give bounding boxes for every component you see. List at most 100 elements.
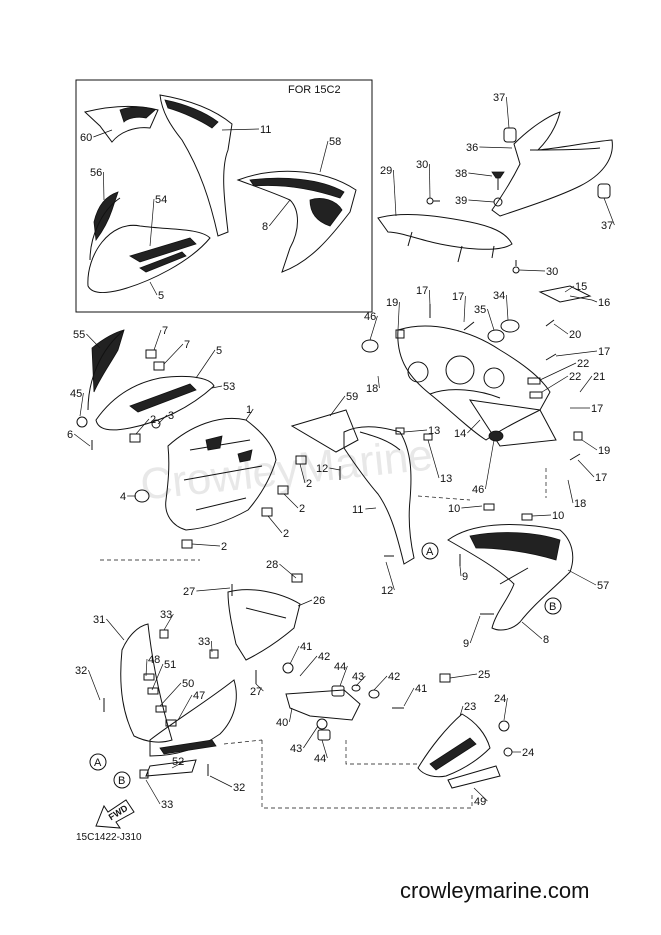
callout-c12b[interactable]: 12 (381, 561, 395, 597)
callout-c2a[interactable]: 2 (135, 414, 156, 435)
callout-c14[interactable]: 14 (454, 419, 481, 440)
part-57-decal[interactable] (469, 532, 561, 585)
callout-c28[interactable]: 28 (266, 559, 297, 579)
callout-c54[interactable]: 54 (149, 194, 167, 247)
callout-c46a[interactable]: 46 (364, 311, 378, 341)
callout-c8a[interactable]: 8 (262, 199, 291, 233)
callout-c44b[interactable]: 44 (314, 739, 328, 765)
callout-c17b[interactable]: 17 (452, 291, 466, 323)
callout-c17c[interactable]: 17 (555, 346, 610, 358)
callout-c15[interactable]: 15 (564, 281, 587, 293)
part-36-bracket[interactable] (491, 111, 613, 217)
callout-c5a[interactable]: 5 (149, 281, 164, 302)
callout-c41b[interactable]: 41 (403, 683, 427, 707)
callout-c49[interactable]: 49 (473, 787, 488, 808)
callout-c30b[interactable]: 30 (518, 266, 558, 278)
part-59-decal[interactable] (290, 409, 359, 453)
callout-c1[interactable]: 1 (245, 404, 254, 421)
callout-c40[interactable]: 40 (276, 707, 293, 729)
callout-c42a[interactable]: 42 (299, 651, 330, 677)
part-56-decal[interactable] (89, 191, 121, 261)
callout-c60[interactable]: 60 (80, 129, 113, 144)
callout-c42b[interactable]: 42 (373, 671, 400, 691)
callout-c29[interactable]: 29 (380, 165, 397, 217)
callout-c23[interactable]: 23 (459, 701, 476, 717)
callout-c2e[interactable]: 2 (191, 541, 227, 553)
callout-c19b[interactable]: 19 (581, 439, 610, 457)
part-9-10-screws[interactable] (459, 503, 533, 615)
callout-c22b[interactable]: 22 (541, 371, 581, 393)
callout-c52[interactable]: 52 (171, 756, 186, 769)
part-8-side-cowl[interactable] (447, 524, 574, 631)
callout-c13a[interactable]: 13 (403, 425, 440, 437)
part-58-decal-set[interactable] (236, 170, 357, 273)
callout-c3[interactable]: 3 (157, 410, 174, 425)
part-12-13-screws[interactable] (339, 427, 433, 557)
callout-c41a[interactable]: 41 (289, 641, 312, 665)
part-47-under-cowl-right[interactable] (149, 679, 237, 757)
footer-brand[interactable]: crowleymarine.com (400, 878, 590, 903)
callout-c50[interactable]: 50 (159, 678, 194, 707)
callout-c24b[interactable]: 24 (512, 747, 534, 759)
callout-c9a[interactable]: 9 (459, 565, 468, 583)
callout-c24a[interactable]: 24 (494, 693, 508, 721)
callout-c10a[interactable]: 10 (448, 503, 483, 515)
part-14-headlight-bracket[interactable] (397, 325, 557, 447)
part-26-bracket[interactable] (227, 589, 301, 661)
callout-c56[interactable]: 56 (90, 167, 105, 201)
callout-c10b[interactable]: 10 (531, 510, 564, 522)
callout-c53[interactable]: 53 (211, 381, 235, 393)
part-11-side-cowl[interactable] (343, 426, 415, 565)
callout-c12a[interactable]: 12 (316, 463, 341, 475)
callout-c32b[interactable]: 32 (209, 775, 245, 794)
callout-c17e[interactable]: 17 (577, 459, 607, 484)
callout-c2b[interactable]: 2 (299, 463, 312, 490)
callout-c58[interactable]: 58 (319, 136, 341, 173)
callout-c33c[interactable]: 33 (145, 779, 173, 811)
callout-c27b[interactable]: 27 (250, 683, 264, 698)
part-11-side-cowl-upper[interactable] (159, 94, 233, 237)
callout-c39[interactable]: 39 (455, 195, 495, 207)
callout-c20[interactable]: 20 (553, 323, 581, 341)
part-46-washer[interactable] (361, 339, 504, 442)
callout-c6[interactable]: 6 (67, 429, 91, 447)
callout-c26[interactable]: 26 (297, 595, 325, 607)
callout-c32a[interactable]: 32 (75, 665, 101, 701)
callout-c19a[interactable]: 19 (386, 297, 400, 331)
callout-c33a[interactable]: 33 (160, 609, 174, 631)
callout-c48[interactable]: 48 (145, 654, 160, 677)
callout-c30a[interactable]: 30 (416, 159, 431, 199)
part-48-51-50-clips[interactable] (143, 673, 177, 727)
part-45-grommet[interactable] (76, 416, 88, 428)
callout-c17a[interactable]: 17 (416, 285, 431, 307)
callout-c17d[interactable]: 17 (570, 403, 603, 415)
part-38-screw[interactable] (491, 171, 505, 190)
callout-c44a[interactable]: 44 (334, 661, 348, 687)
callout-c8b[interactable]: 8 (521, 621, 549, 646)
callout-c35[interactable]: 35 (474, 304, 495, 331)
callout-c43a[interactable]: 43 (352, 671, 366, 687)
callout-c31[interactable]: 31 (93, 614, 125, 641)
callout-c37b[interactable]: 37 (601, 197, 615, 232)
callout-c25[interactable]: 25 (449, 669, 490, 681)
part-31-under-cowl-left[interactable] (120, 623, 173, 743)
callout-c7a[interactable]: 7 (153, 325, 168, 351)
callout-c38[interactable]: 38 (455, 168, 493, 180)
part-23-under-cover[interactable] (417, 713, 491, 778)
callout-c4[interactable]: 4 (120, 491, 136, 503)
callout-c51[interactable]: 51 (151, 659, 176, 691)
callout-c33b[interactable]: 33 (198, 636, 213, 653)
callout-c13b[interactable]: 13 (427, 439, 452, 485)
callout-c7b[interactable]: 7 (163, 339, 190, 365)
callout-c16[interactable]: 16 (591, 297, 610, 309)
callout-c18a[interactable]: 18 (366, 375, 380, 395)
part-52-decal[interactable] (145, 759, 197, 777)
callout-c2c[interactable]: 2 (283, 493, 305, 515)
part-17-19-22-fasteners[interactable] (395, 304, 583, 461)
callout-c47[interactable]: 47 (177, 690, 205, 721)
callout-c46b[interactable]: 46 (472, 439, 495, 496)
part-55-decal[interactable] (87, 329, 125, 411)
callout-c34[interactable]: 34 (493, 290, 509, 321)
part-53-decal[interactable] (95, 375, 215, 431)
callout-c59[interactable]: 59 (329, 391, 358, 417)
